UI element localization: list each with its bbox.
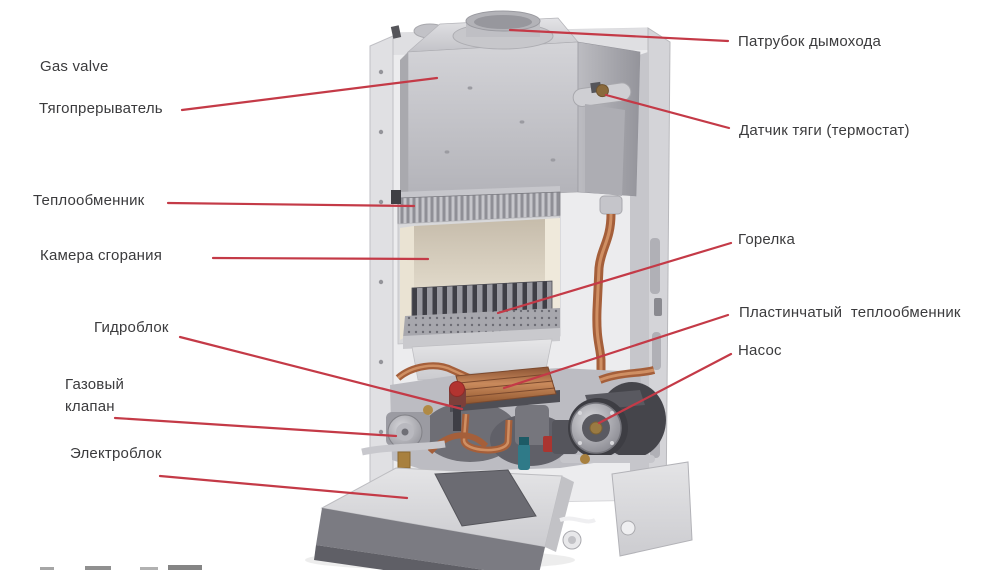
label-electric-block: Электроблок [70,445,162,462]
sensor-teal [518,444,530,470]
gas-valve-body [386,405,433,469]
burner-assembly [403,280,560,349]
label-draft-sensor: Датчик тяги (термостат) [739,122,910,139]
label-pump: Насос [738,342,782,359]
leader-line-burner [496,241,733,315]
cropped-text-artifact [40,565,202,570]
leader-line-flue-pipe [508,28,730,43]
label-draft-interrupter: Тягопрерыватель [39,100,163,117]
leader-line-combustion-chamber [211,256,430,261]
leader-line-electric-block [158,474,409,500]
pump-body [568,382,666,458]
leader-line-gas-valve [113,416,398,438]
hydraulic-group [361,362,666,472]
draft-sensor-pipe [572,81,632,108]
leader-line-hydro-block [178,335,464,411]
label-combustion-chamber: Камера сгорания [40,247,163,264]
label-hydro-block: Гидроблок [94,319,169,336]
label-flue-pipe: Патрубок дымохода [738,33,882,50]
label-heat-exchanger: Теплообменник [33,192,145,209]
leader-line-draft-interrupter [180,76,439,112]
red-cap-valve [449,381,466,431]
leader-line-draft-sensor [604,93,731,130]
electronics-panel [305,461,693,570]
label-burner: Горелка [738,231,796,248]
combustion-chamber-box [397,215,561,349]
heat-exchanger-fins [391,186,561,225]
label-plate-heat-exchanger: Пластинчатый теплообменник [739,304,961,321]
label-gas-valve: Газовый клапан [65,376,125,415]
copper-riser-pipe [592,195,623,394]
leader-line-heat-exchanger [166,201,416,208]
leader-lines [113,28,733,500]
draft-hood [400,10,641,206]
leader-line-pump [597,352,733,425]
leader-line-plate-heat-exchanger [502,313,730,390]
label-gas-valve-en: Gas valve [40,58,109,75]
